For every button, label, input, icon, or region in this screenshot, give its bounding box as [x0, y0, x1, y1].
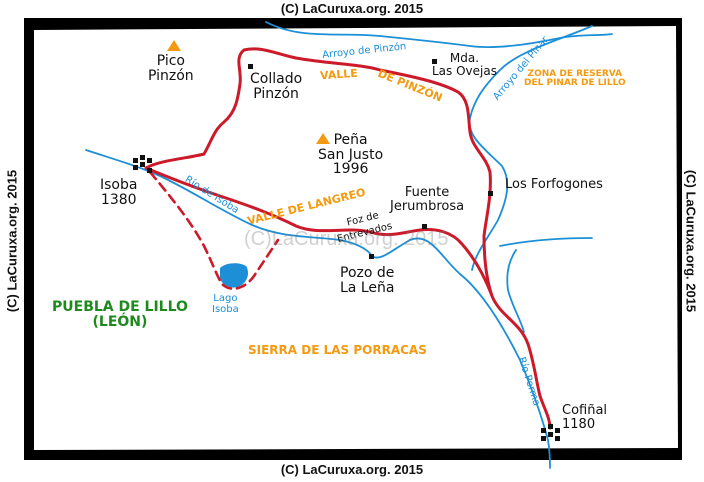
peak-icon [316, 133, 330, 144]
sierra-porracas-label: SIERRA DE LAS PORRACAS [248, 343, 427, 357]
peak-icon [167, 40, 181, 51]
lago-isoba [220, 263, 248, 288]
copyright-top: (C) LaCuruxa.org. 2015 [280, 1, 424, 16]
map-ground [34, 26, 678, 450]
fuente-jerumbrosa-marker [422, 224, 427, 229]
rio-secundario-este [499, 237, 593, 247]
mda-ovejas-marker [432, 59, 437, 64]
valle-pinzon-label-1: VALLE [320, 67, 359, 83]
arroyo-del-pinar [468, 25, 593, 271]
region-label: PUEBLA DE LILLO(LEÓN) [52, 299, 188, 330]
los-forfogones-label: Los Forfogones [505, 177, 603, 192]
los-forfogones-marker [488, 191, 493, 196]
pozo-lena-marker [369, 254, 374, 259]
collado-pinzon-marker [248, 64, 253, 69]
mda-ovejas-label: Mda.Las Ovejas [432, 51, 497, 78]
arroyo-de-pinzon [265, 21, 613, 48]
cofinal-village-icon [541, 424, 560, 441]
rio-de-isoba [85, 149, 551, 469]
copyright-bottom: (C) LaCuruxa.org. 2015 [280, 462, 424, 477]
rio-porma-tramo [506, 249, 525, 333]
ruta-principal [144, 47, 552, 430]
ruta-lago [148, 170, 280, 290]
isoba-village-icon [133, 155, 152, 173]
watermark: (C)LaCuruxa.org. 2015 [244, 228, 449, 250]
